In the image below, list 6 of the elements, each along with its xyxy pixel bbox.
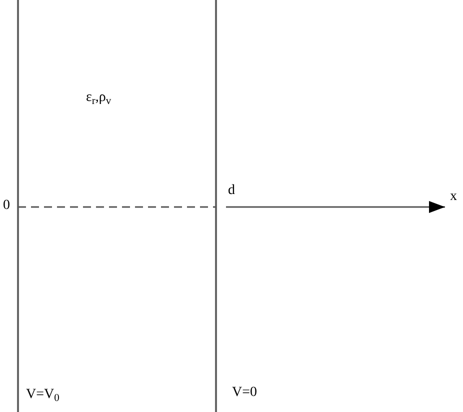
potential-label: V=0: [232, 386, 258, 400]
distance-label: d: [228, 184, 235, 198]
origin-label: 0: [3, 199, 10, 213]
potential-label: V=V$_{0}$: [26, 388, 60, 402]
axis-label: x: [450, 190, 457, 204]
region-label: ε$_{r}$,ρ$_{v}$: [86, 91, 112, 105]
